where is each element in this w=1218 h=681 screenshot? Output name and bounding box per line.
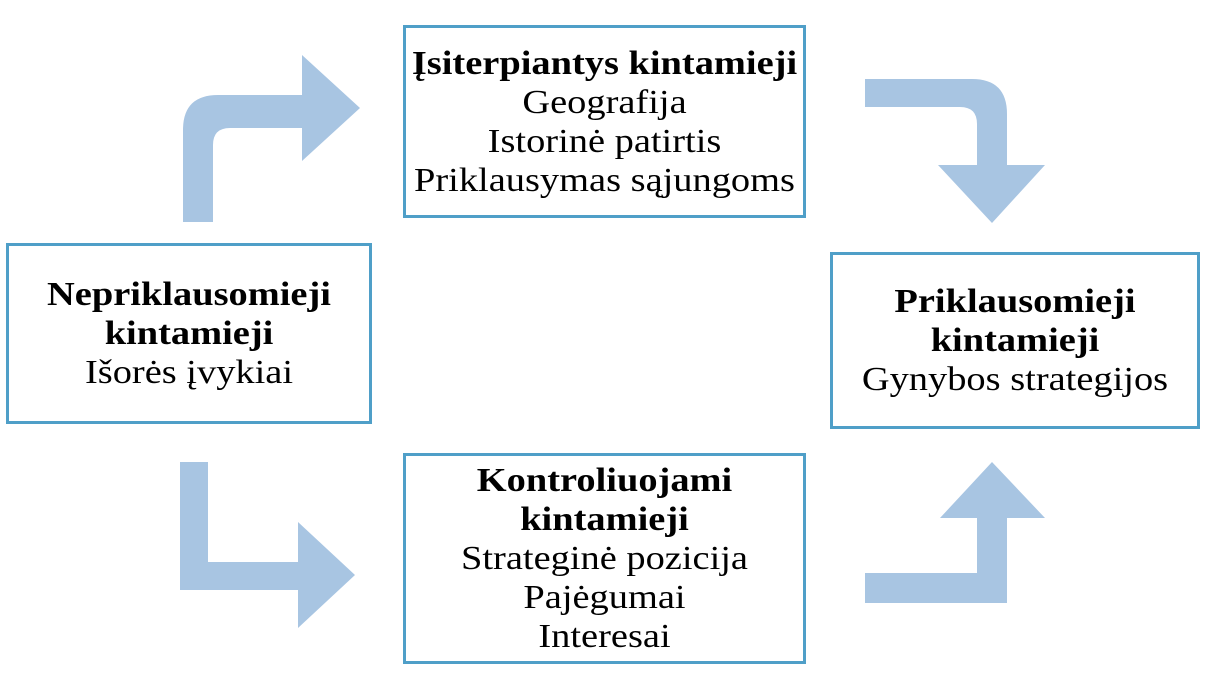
box-item: Priklausymas sąjungoms — [413, 161, 795, 199]
box-item: Strateginė pozicija — [461, 540, 748, 577]
box-item: Gynybos strategijos — [861, 361, 1169, 398]
arrow-top-to-right-icon — [865, 79, 1045, 223]
box-item: Interesai — [538, 618, 671, 655]
arrow-left-to-bottom-icon — [180, 462, 355, 628]
box-title-line: Priklausomieji — [894, 283, 1136, 320]
box-item: Pajėgumai — [523, 579, 686, 616]
box-item: Išorės įvykiai — [84, 354, 294, 391]
box-title-line: Nepriklausomieji — [47, 276, 331, 313]
box-item: Istorinė patirtis — [487, 122, 722, 160]
box-title-line: kintamieji — [520, 501, 689, 538]
box-item: Geografija — [522, 83, 687, 121]
box-title-line: kintamieji — [930, 322, 1100, 359]
arrow-bottom-to-right-icon — [865, 462, 1045, 603]
box-title-line: Įsiterpiantys kintamieji — [411, 44, 798, 82]
arrow-left-to-top-icon — [183, 55, 360, 222]
box-title-line: Kontroliuojami — [476, 462, 733, 499]
box-title-line: kintamieji — [104, 315, 274, 352]
